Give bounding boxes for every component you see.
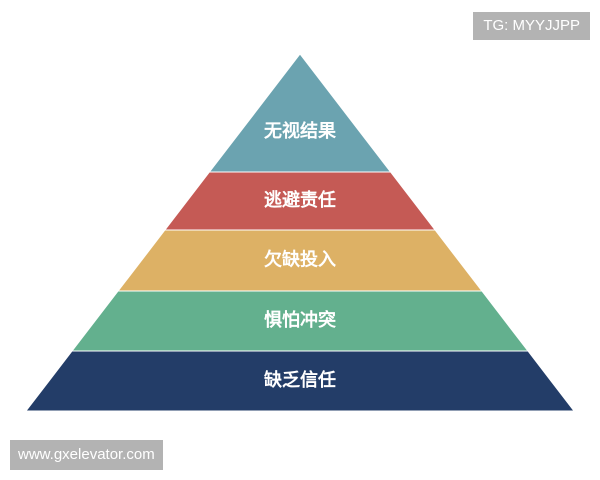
watermark-telegram: TG: MYYJJPP (473, 12, 590, 40)
layer-label-base: 缺乏信任 (263, 369, 336, 391)
pyramid-layer-top (208, 53, 392, 173)
layer-label-3: 欠缺投入 (264, 249, 336, 271)
watermark-website: www.gxelevator.com (10, 440, 163, 470)
layer-label-4: 惧怕冲突 (264, 309, 336, 331)
layer-label-top: 无视结果 (264, 120, 337, 142)
layer-label-2: 逃避责任 (264, 189, 336, 211)
pyramid-layer-base (24, 350, 576, 412)
